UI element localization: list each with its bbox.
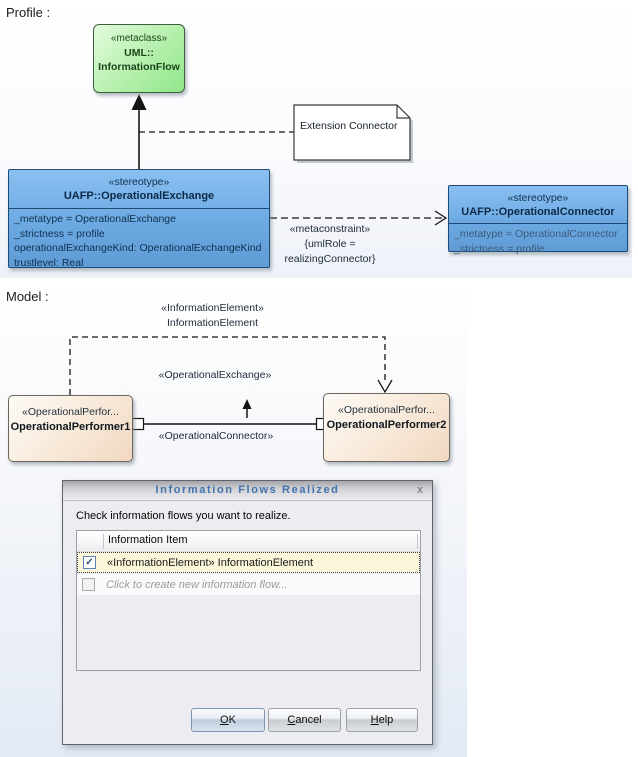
performer1-name: OperationalPerformer1	[10, 421, 131, 433]
checkbox-checked[interactable]: ✓	[83, 556, 96, 569]
stereotype-operational-exchange[interactable]: «stereotype» UAFP::OperationalExchange _…	[8, 169, 270, 269]
performer2-stereotype: «OperationalPerfor...	[338, 404, 435, 416]
connector-stereotype-label: «stereotype»	[507, 192, 569, 204]
operational-exchange-label: «OperationalExchange»	[158, 369, 272, 381]
metaconstraint-label: «metaconstraint» {umlRole = realizingCon…	[284, 223, 376, 265]
close-icon[interactable]: x	[416, 484, 423, 496]
list-item-information-element[interactable]: ✓ «InformationElement» InformationElemen…	[77, 552, 420, 573]
dialog-title: Information Flows Realized	[155, 484, 340, 496]
exchange-attribute: trustlevel: Real	[14, 256, 84, 269]
list-item-create-new-flow[interactable]: Click to create new information flow...	[77, 574, 420, 595]
performer1-stereotype: «OperationalPerfor...	[22, 406, 119, 418]
connector-attribute: _strictness = profile	[454, 242, 545, 255]
checkbox-unchecked[interactable]	[82, 578, 95, 591]
exchange-attribute: _metatype = OperationalExchange	[14, 213, 176, 225]
connector-attribute: _metatype = OperationalConnector	[454, 228, 618, 240]
list-header: Information Item	[77, 531, 420, 552]
metaclass-uml-informationflow[interactable]: «metaclass» UML:: InformationFlow	[93, 24, 185, 93]
list-item-label: Click to create new information flow...	[106, 578, 288, 591]
profile-section-label: Profile :	[6, 5, 51, 20]
list-item-label: «InformationElement» InformationElement	[107, 556, 314, 569]
dialog-instruction: Check information flows you want to real…	[76, 510, 291, 522]
metaclass-stereotype-label: «metaclass»	[110, 33, 168, 44]
column-separator	[417, 534, 418, 549]
information-element-label: «InformationElement» InformationElement	[161, 302, 264, 329]
stereotype-operational-connector[interactable]: «stereotype» UAFP::OperationalConnector …	[448, 185, 628, 255]
operational-connector-label: «OperationalConnector»	[158, 430, 274, 442]
exchange-stereotype-label: «stereotype»	[108, 176, 170, 188]
column-separator	[103, 534, 104, 549]
operational-performer1[interactable]: «OperationalPerfor... OperationalPerform…	[8, 395, 133, 462]
operational-performer2[interactable]: «OperationalPerfor... OperationalPerform…	[323, 393, 450, 462]
performer2-name: OperationalPerformer2	[326, 419, 447, 431]
column-header-information-item: Information Item	[108, 534, 188, 546]
connector-name: UAFP::OperationalConnector	[461, 206, 615, 218]
metaclass-name-line2: InformationFlow	[98, 61, 180, 73]
exchange-attribute: _strictness = profile	[14, 227, 105, 240]
information-flows-realized-dialog: Information Flows Realized x Check infor…	[62, 480, 433, 745]
metaclass-name-line1: UML::	[124, 47, 154, 59]
exchange-attribute: operationalExchangeKind: OperationalExch…	[14, 242, 262, 254]
extension-connector-note-text: Extension Connector	[300, 120, 398, 132]
cancel-button[interactable]: Cancel	[268, 708, 341, 732]
model-section-label: Model :	[6, 289, 49, 304]
help-button[interactable]: Help	[346, 708, 418, 732]
exchange-name: UAFP::OperationalExchange	[63, 190, 215, 202]
dialog-titlebar[interactable]: Information Flows Realized x	[63, 481, 432, 501]
information-item-list[interactable]: Information Item ✓ «InformationElement» …	[76, 530, 421, 671]
ok-button[interactable]: OK	[191, 708, 265, 732]
